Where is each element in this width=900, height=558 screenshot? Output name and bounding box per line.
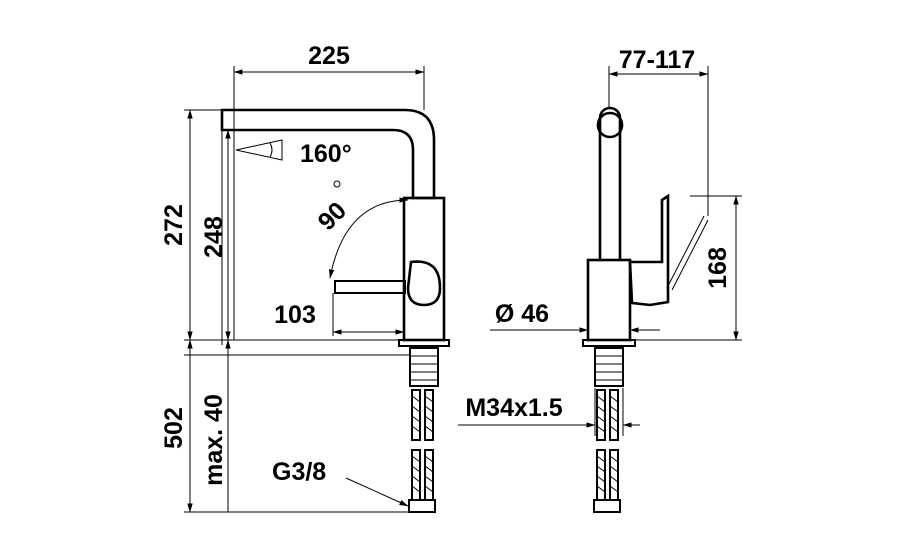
dim-lever-height: 168 — [704, 247, 732, 289]
handle-angle-arc — [328, 197, 409, 279]
side-spout — [598, 106, 622, 260]
dim-swivel-angle: 160° — [300, 140, 352, 168]
dim-spout-reach: 225 — [308, 42, 350, 70]
side-hoses — [593, 389, 621, 513]
side-thread — [594, 347, 624, 387]
front-view: 225 160° 90 272 248 103 502 max. 40 G3/8 — [160, 42, 450, 513]
dim-hose-connection: G3/8 — [272, 458, 326, 486]
side-lever — [628, 193, 670, 307]
front-handle-pointer — [334, 280, 406, 294]
dim-max-counter: max. 40 — [200, 394, 228, 486]
front-hoses — [408, 389, 436, 513]
dim-handle-offset: 77-117 — [619, 46, 695, 74]
side-body — [586, 258, 632, 342]
dim-total-height: 272 — [160, 204, 188, 246]
swivel-angle-arc — [235, 139, 283, 161]
dim-thread: M34x1.5 — [465, 394, 562, 422]
dim-spout-height: 248 — [200, 216, 228, 258]
side-spout-outlet — [596, 111, 624, 139]
front-base-plate — [398, 339, 450, 347]
dim-handle-angle: 90 — [313, 197, 352, 236]
side-base-plate — [582, 339, 636, 347]
front-lever-handle — [406, 260, 442, 307]
side-view: 77-117 168 Ø 46 M34x1.5 — [458, 46, 742, 513]
dim-handle-clearance: 103 — [274, 301, 316, 329]
g38-leader — [345, 477, 409, 507]
dim-body-diameter: Ø 46 — [495, 300, 549, 328]
dim-hose-length: 502 — [160, 407, 188, 449]
front-thread — [409, 347, 439, 387]
